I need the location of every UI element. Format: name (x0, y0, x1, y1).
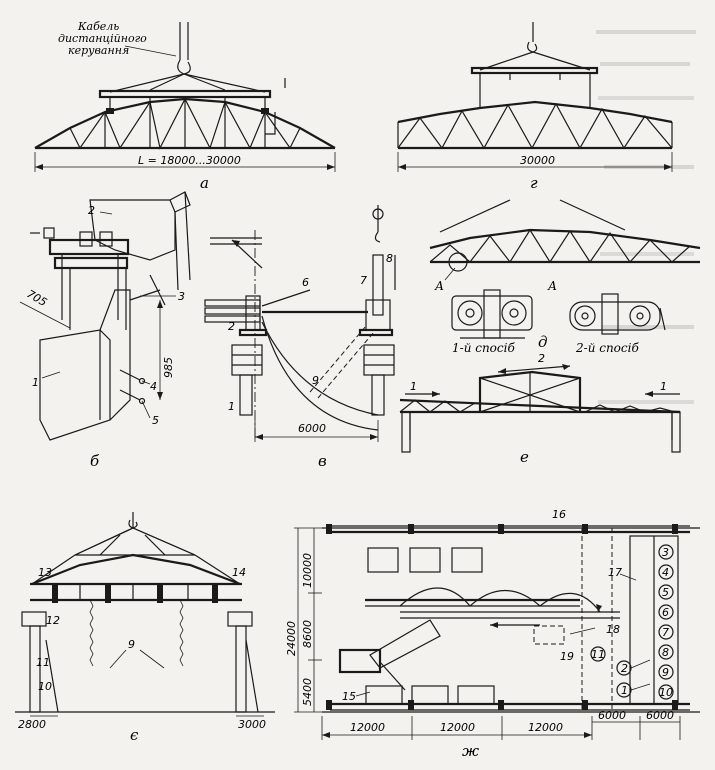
callout-e-2: 2 (538, 352, 545, 365)
dim-3000: 3000 (238, 718, 266, 731)
caption-b: б (90, 452, 100, 470)
callout-ye-13: 13 (38, 566, 52, 579)
dim-2800: 2800 (18, 718, 46, 731)
caption-zh: ж (462, 742, 479, 760)
stack-circles: 3 4 5 6 7 8 9 10 (658, 544, 674, 700)
dim-10000: 10000 (301, 553, 314, 588)
callout-v-6: 6 (302, 276, 309, 289)
callout-zh-16: 16 (552, 508, 566, 521)
dim-12000-3: 12000 (528, 721, 563, 734)
caption-v: в (318, 452, 327, 470)
callout-zh-18: 18 (606, 623, 620, 636)
callout-zh-11: 11 (591, 648, 605, 661)
callout-zh-17: 17 (608, 566, 622, 579)
section-label-left: А (434, 279, 444, 293)
stack-number: 7 (662, 626, 669, 639)
dim-24000: 24000 (285, 621, 298, 656)
caption-a: а (200, 174, 209, 192)
stack-number: 4 (662, 566, 669, 579)
dim-5400: 5400 (301, 678, 314, 706)
panel-d: А А 1-й спосіб 2-й спосіб д (429, 199, 701, 355)
callout-b-1: 1 (32, 376, 39, 389)
span-dimension-g: 30000 (520, 154, 555, 167)
panel-v: 6000 2 1 6 7 8 9 в (204, 205, 396, 470)
callout-b-4: 4 (150, 380, 157, 393)
method-1-label: 1-й спосіб (452, 341, 515, 355)
panel-zh: 16 19 18 (285, 508, 700, 760)
callout-zh-19: 19 (560, 650, 574, 663)
dim-8600: 8600 (301, 620, 314, 648)
caption-d: д (538, 333, 548, 351)
stack-number: 9 (662, 666, 669, 679)
stack-number: 3 (662, 546, 669, 559)
cable-label-line1: Кабель (77, 20, 119, 33)
cable-label-line3: керування (68, 44, 129, 57)
stack-number: 5 (662, 586, 669, 599)
method-2-label: 2-й спосіб (575, 341, 639, 355)
callout-b-5: 5 (152, 414, 159, 427)
stack-number: 6 (662, 606, 669, 619)
callout-v-7: 7 (360, 274, 367, 287)
dim-12000-1: 12000 (350, 721, 385, 734)
callout-b-3: 3 (178, 290, 185, 303)
caption-ye: є (130, 726, 139, 744)
section-label-right: А (547, 279, 557, 293)
callout-v-2: 2 (228, 320, 235, 333)
callout-ye-14: 14 (232, 566, 246, 579)
callout-e-1-left: 1 (410, 380, 417, 393)
panel-g: 30000 г (397, 22, 673, 192)
callout-ye-11: 11 (36, 656, 50, 669)
panel-e: 2 1 1 е (399, 352, 681, 466)
callout-v-1: 1 (228, 400, 235, 413)
dim-985: 985 (162, 357, 175, 378)
callout-e-1-right: 1 (660, 380, 667, 393)
panel-ye: 9 11 10 12 13 14 2800 3000 є (15, 512, 275, 744)
caption-e: е (520, 448, 529, 466)
callout-ye-9: 9 (128, 638, 135, 651)
callout-zh-1: 1 (621, 684, 628, 697)
dim-6000-1: 6000 (598, 709, 626, 722)
callout-b-2: 2 (88, 204, 95, 217)
stack-number: 10 (659, 686, 673, 699)
stack-number: 8 (662, 646, 669, 659)
dim-12000-2: 12000 (440, 721, 475, 734)
caption-g: г (530, 174, 538, 192)
callout-v-8: 8 (386, 252, 393, 265)
callout-zh-15: 15 (342, 690, 356, 703)
panel-b: 705 985 2 3 1 4 5 б (19, 191, 191, 470)
callout-v-9: 9 (312, 374, 319, 387)
callout-zh-2: 2 (621, 662, 628, 675)
dim-6000-v: 6000 (298, 422, 326, 435)
cable-label-line2: дистанційного (58, 32, 147, 45)
dim-6000-2: 6000 (646, 709, 674, 722)
panel-a: Кабель дистанційного керування L = 18000… (34, 20, 336, 192)
callout-ye-12: 12 (46, 614, 60, 627)
span-dimension-a: L = 18000...30000 (138, 154, 241, 167)
callout-ye-10: 10 (38, 680, 52, 693)
